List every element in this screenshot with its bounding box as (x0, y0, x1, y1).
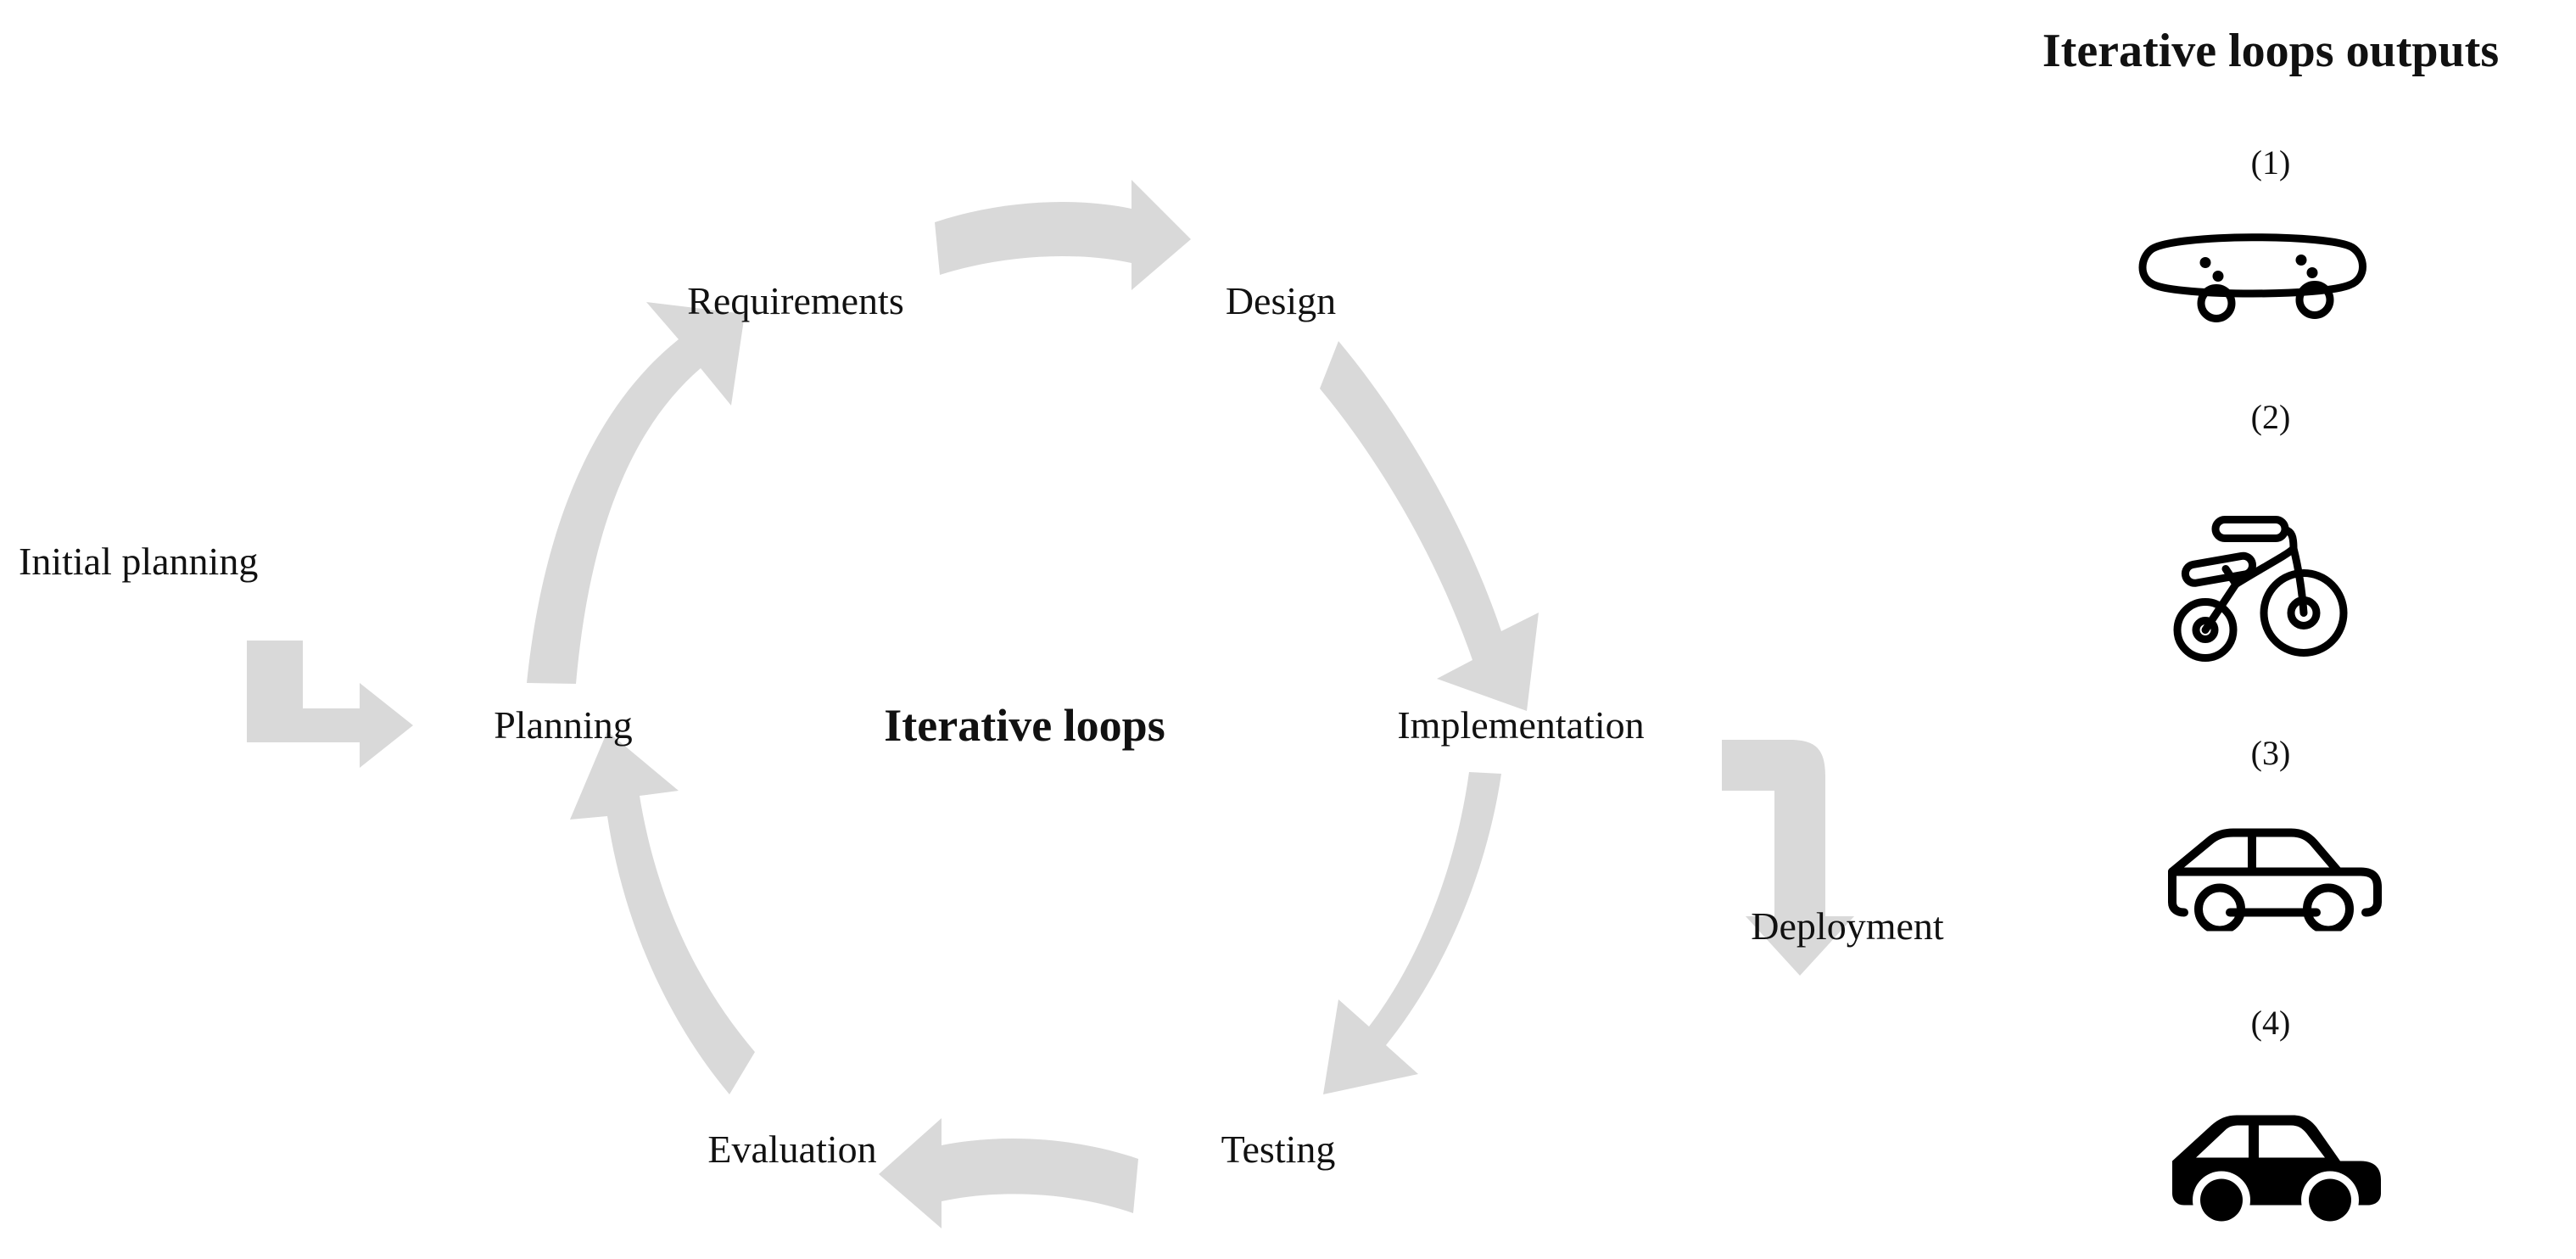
outputs-panel-title: Iterative loops outputs (2042, 25, 2500, 77)
output-number-4: (4) (2250, 1004, 2291, 1042)
stage-label-evaluation[interactable]: Evaluation (707, 1128, 877, 1171)
stage-label-design[interactable]: Design (1225, 279, 1337, 322)
output-number-2: (2) (2250, 398, 2291, 436)
stage-label-planning[interactable]: Planning (494, 703, 633, 747)
car-filled-icon (2159, 1105, 2388, 1229)
arrow-implementation-to-testing (1323, 772, 1501, 1094)
car-outline-icon (2159, 821, 2388, 936)
skateboard-icon (2125, 219, 2379, 333)
arrow-testing-to-evaluation (879, 1118, 1138, 1228)
stage-label-testing[interactable]: Testing (1221, 1128, 1336, 1171)
entry-label-initial-planning[interactable]: Initial planning (19, 540, 259, 583)
arrow-evaluation-to-planning (570, 731, 755, 1094)
center-label-iterative-loops: Iterative loops (884, 700, 1165, 751)
arrow-design-to-implementation (1320, 341, 1539, 711)
tricycle-icon (2163, 503, 2358, 669)
arrow-planning-to-requirements (527, 302, 745, 684)
exit-label-deployment[interactable]: Deployment (1751, 904, 1944, 948)
stage-label-requirements[interactable]: Requirements (687, 279, 904, 322)
arrow-requirements-to-design (935, 180, 1191, 290)
stage-label-implementation[interactable]: Implementation (1397, 703, 1645, 747)
output-number-1: (1) (2250, 143, 2291, 182)
output-number-3: (3) (2250, 734, 2291, 772)
arrow-initial-planning-to-planning (247, 641, 413, 768)
